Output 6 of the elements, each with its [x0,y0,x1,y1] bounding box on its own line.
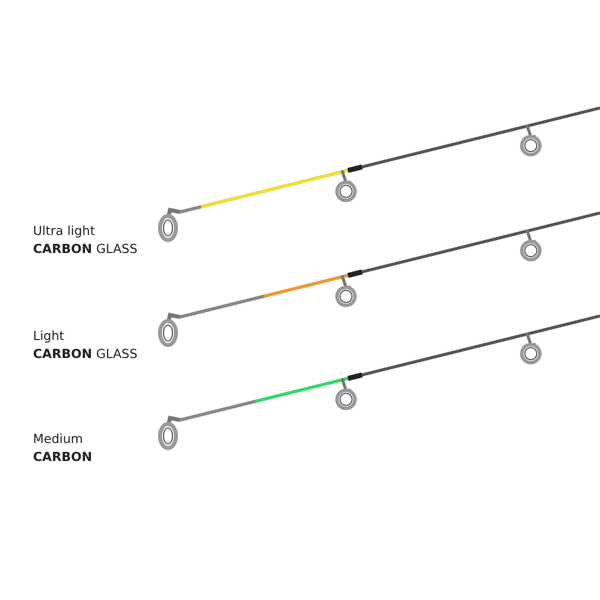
rod-label: Medium [33,430,83,448]
rod-label: CARBON [33,448,92,466]
rod-label: Ultra light [33,222,95,240]
rod-label: CARBON GLASS [33,240,138,258]
rod-label: CARBON GLASS [33,345,138,363]
rod-label: Light [33,327,64,345]
